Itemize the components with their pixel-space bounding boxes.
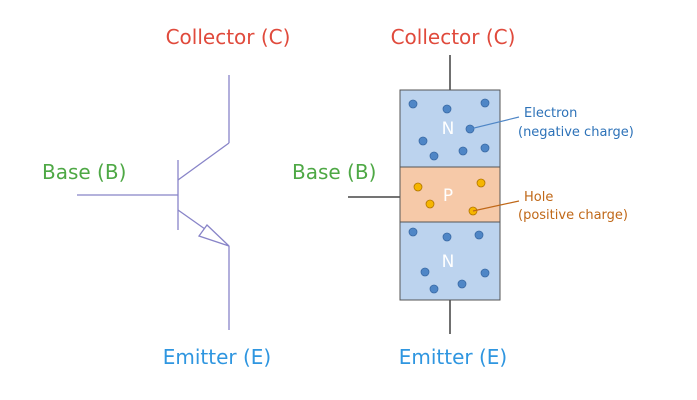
electron-dot bbox=[474, 230, 484, 240]
electron-dot bbox=[420, 267, 430, 277]
structure-emitter-label: Emitter (E) bbox=[398, 345, 508, 369]
symbol-emitter-label: Emitter (E) bbox=[162, 345, 272, 369]
electron-dot bbox=[480, 98, 490, 108]
electron-dot bbox=[408, 227, 418, 237]
electron-dot bbox=[408, 99, 418, 109]
hole-pointer bbox=[472, 200, 520, 212]
structure-collector-label: Collector (C) bbox=[390, 25, 516, 49]
bottom-region-label: N bbox=[441, 252, 455, 272]
emitter-arrow bbox=[197, 224, 230, 247]
electron-dot bbox=[480, 143, 490, 153]
electron-dot bbox=[442, 232, 452, 242]
structure-base-label: Base (B) bbox=[292, 160, 377, 184]
base-p-region bbox=[399, 166, 501, 223]
top-region-label: N bbox=[441, 119, 455, 139]
hole-dot bbox=[413, 182, 423, 192]
middle-region-label: P bbox=[442, 186, 454, 206]
electron-pointer bbox=[469, 116, 520, 130]
symbol-collector-label: Collector (C) bbox=[165, 25, 291, 49]
electron-dot bbox=[458, 146, 468, 156]
hole-dot bbox=[476, 178, 486, 188]
electron-dot bbox=[442, 104, 452, 114]
electron-dot bbox=[429, 151, 439, 161]
electron-dot bbox=[429, 284, 439, 294]
electron-dot bbox=[480, 268, 490, 278]
symbol-base-label: Base (B) bbox=[42, 160, 127, 184]
npn-structure bbox=[348, 55, 520, 334]
npn-symbol bbox=[77, 75, 230, 330]
collector-diagonal bbox=[177, 142, 230, 181]
electron-dot bbox=[418, 136, 428, 146]
hole-dot bbox=[425, 199, 435, 209]
electron-note-line1: Electron bbox=[524, 106, 578, 121]
hole-note-line2: (positive charge) bbox=[518, 208, 628, 223]
electron-dot bbox=[457, 279, 467, 289]
electron-note-line2: (negative charge) bbox=[518, 125, 634, 140]
hole-note-line1: Hole bbox=[524, 190, 554, 205]
